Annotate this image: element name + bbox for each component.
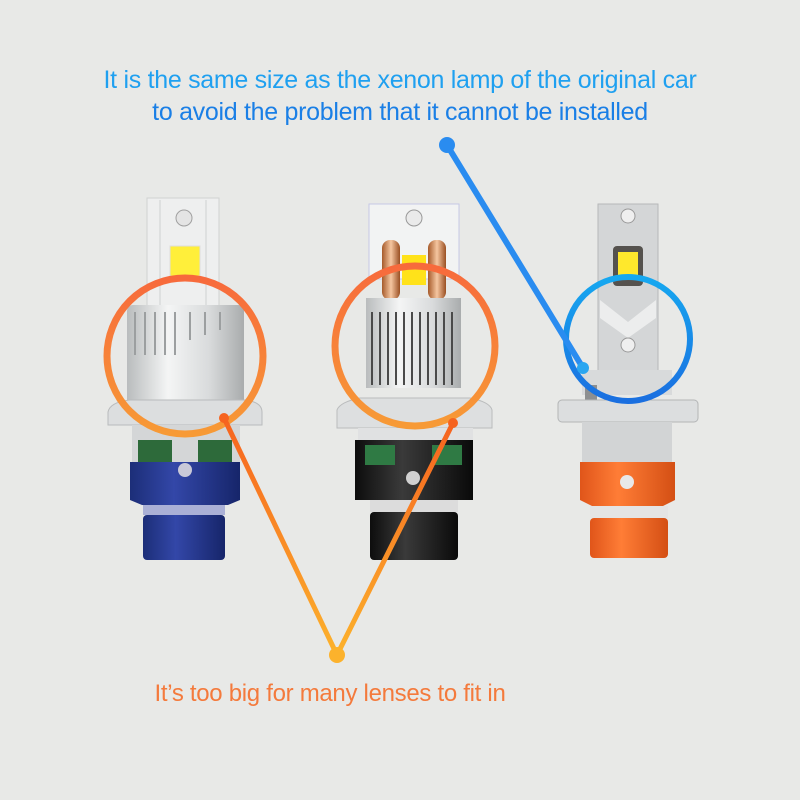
blue-dot-bottom <box>577 362 589 374</box>
blue-pointer-line <box>444 142 586 371</box>
blue-dot-top <box>439 137 455 153</box>
bulb-blue-base <box>107 197 263 560</box>
orange-dot-1 <box>219 413 229 423</box>
orange-highlight-circle-2 <box>331 262 499 430</box>
bulb-black-base <box>336 203 493 560</box>
orange-convergence-dot <box>329 647 345 663</box>
orange-highlight-circle-1 <box>103 274 267 438</box>
caption-text: It’s too big for many lenses to fit in <box>154 680 506 707</box>
headline-line-1: It is the same size as the xenon lamp of… <box>103 66 697 94</box>
orange-pointer-lines <box>221 415 456 658</box>
bulb-orange-base <box>557 203 699 558</box>
headline-line-2: to avoid the problem that it cannot be i… <box>152 98 648 126</box>
orange-dot-2 <box>448 418 458 428</box>
